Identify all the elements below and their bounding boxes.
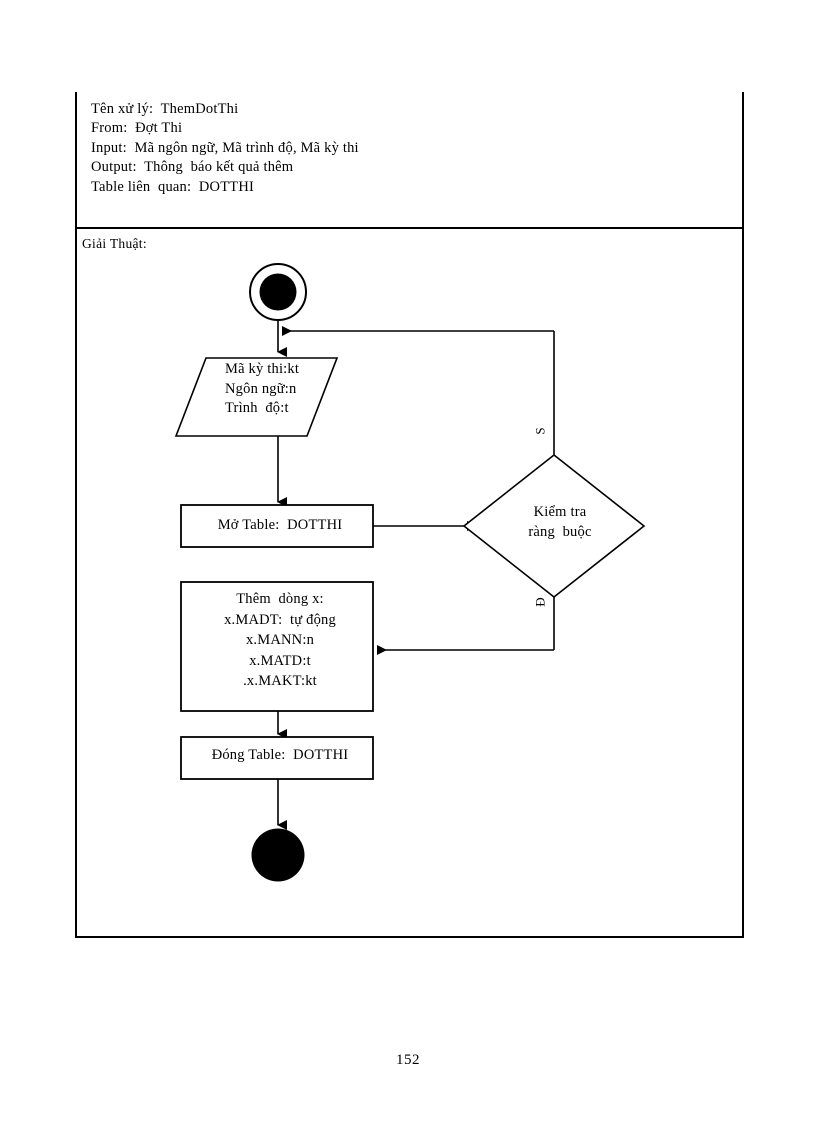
start-node (249, 263, 307, 321)
spec-line-name: Tên xử lý: ThemDotThi (91, 101, 239, 117)
end-node (251, 828, 305, 882)
specification-frame (75, 92, 744, 938)
open-table-box-shape (180, 504, 374, 548)
spec-line-table: Table liên quan: DOTTHI (91, 178, 255, 195)
spec-line-output: Output: Thông báo kết quả thêm (91, 159, 294, 176)
input-parallelogram-shape (174, 357, 339, 437)
process-spec-header: Tên xử lý: ThemDotThi From: Đợt Thi Inpu… (91, 100, 691, 197)
specification-divider (75, 227, 744, 229)
page-number: 152 (396, 1052, 420, 1068)
spec-line-from: From: Đợt Thi (91, 120, 183, 137)
insert-row-box-shape (180, 581, 374, 712)
close-table-box-shape (180, 736, 374, 780)
flowchart: Mã kỳ thi:kt Ngôn ngữ:n Trình độ:t Mở Ta… (75, 227, 744, 938)
algorithm-section-label: Giải Thuật: (82, 236, 147, 251)
spec-line-input: Input: Mã ngôn ngữ, Mã trình độ, Mã kỳ t… (91, 139, 359, 156)
flowchart-graphics (174, 263, 646, 882)
decision-diamond-shape (462, 453, 646, 599)
